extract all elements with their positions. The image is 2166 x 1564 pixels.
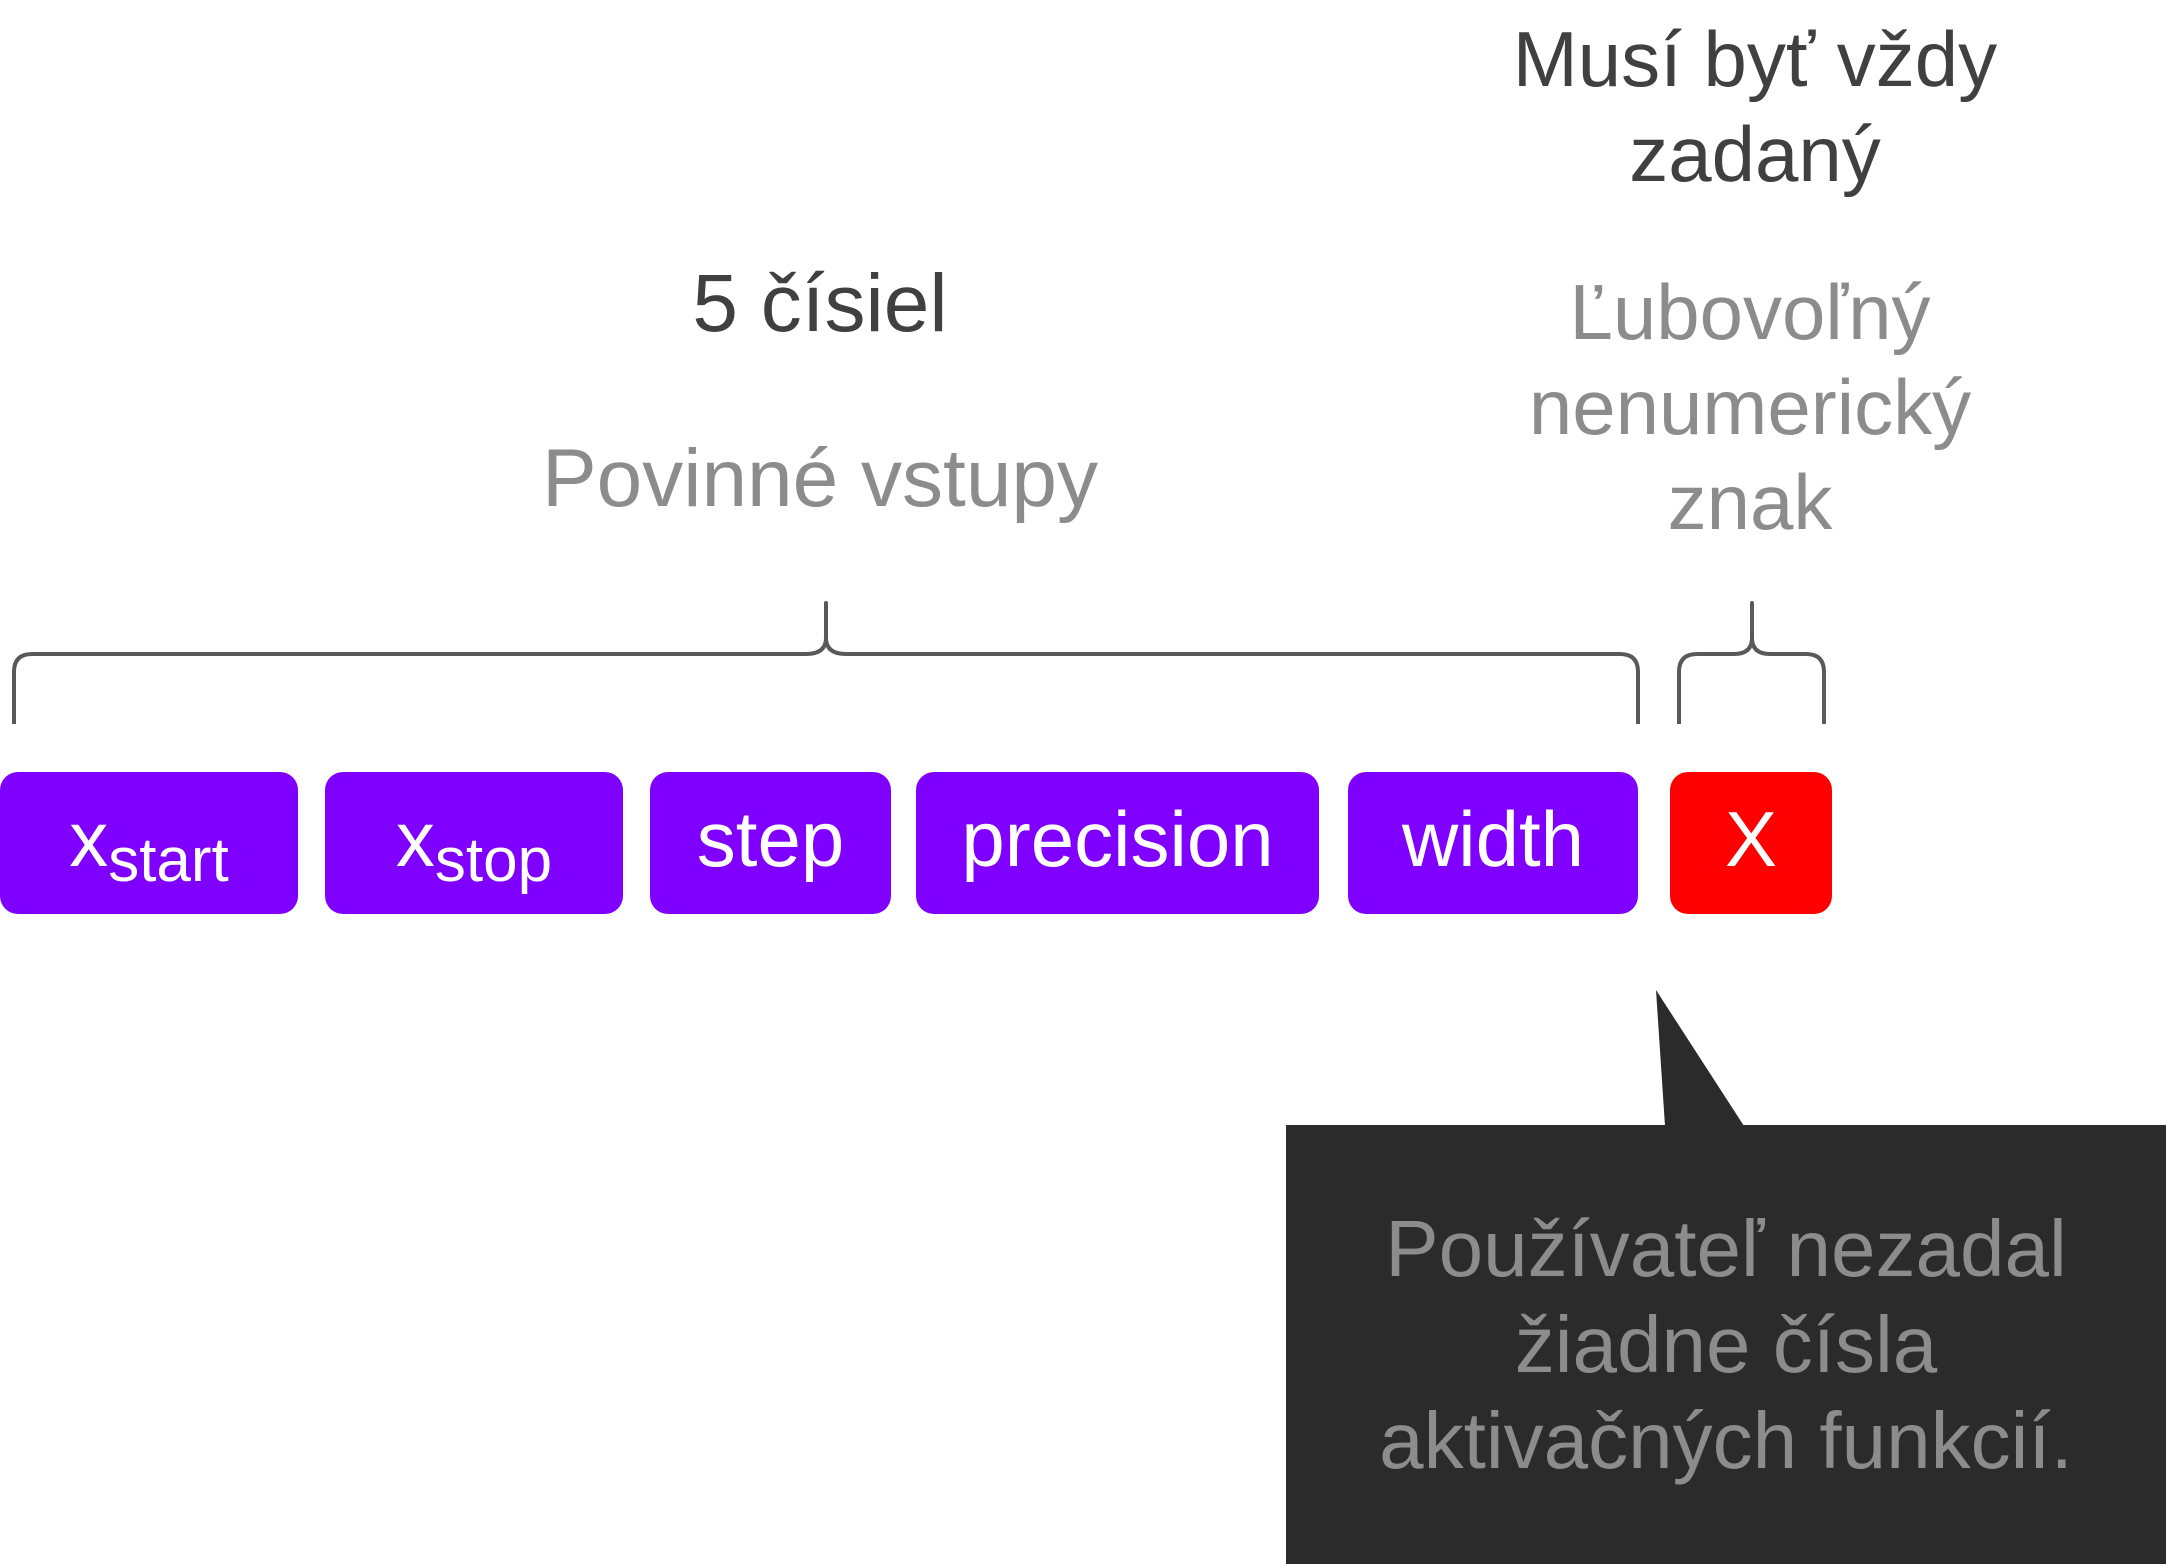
callout-pointer <box>1656 990 1744 1126</box>
token-step: step <box>650 772 891 914</box>
token-width: width <box>1348 772 1638 914</box>
token-x-start-main: x <box>69 795 109 883</box>
token-terminator-label: X <box>1724 795 1778 883</box>
token-x-stop-subscript: stop <box>434 826 553 895</box>
mandatory-brace <box>12 601 1640 724</box>
token-precision: precision <box>916 772 1319 914</box>
error-callout: Používateľ nezadal žiadne čísla aktivačn… <box>1286 1125 2166 1564</box>
any-character-label: Ľubovoľný nenumerický znak <box>1528 268 1972 547</box>
token-step-label: step <box>696 795 845 883</box>
mandatory-inputs-label: Povinné vstupy <box>541 433 1099 524</box>
token-precision-label: precision <box>961 795 1274 883</box>
terminator-brace <box>1677 601 1826 724</box>
token-x-stop-main: x <box>395 795 435 883</box>
mandatory-count-heading: 5 čísiel <box>692 258 948 349</box>
error-callout-text: Používateľ nezadal žiadne čísla aktivačn… <box>1379 1203 2073 1485</box>
token-width-label: width <box>1401 795 1585 883</box>
token-x-start-subscript: start <box>108 826 229 895</box>
required-heading: Musí byť vždy zadaný <box>1512 15 1998 199</box>
token-terminator-x: X <box>1670 772 1832 914</box>
